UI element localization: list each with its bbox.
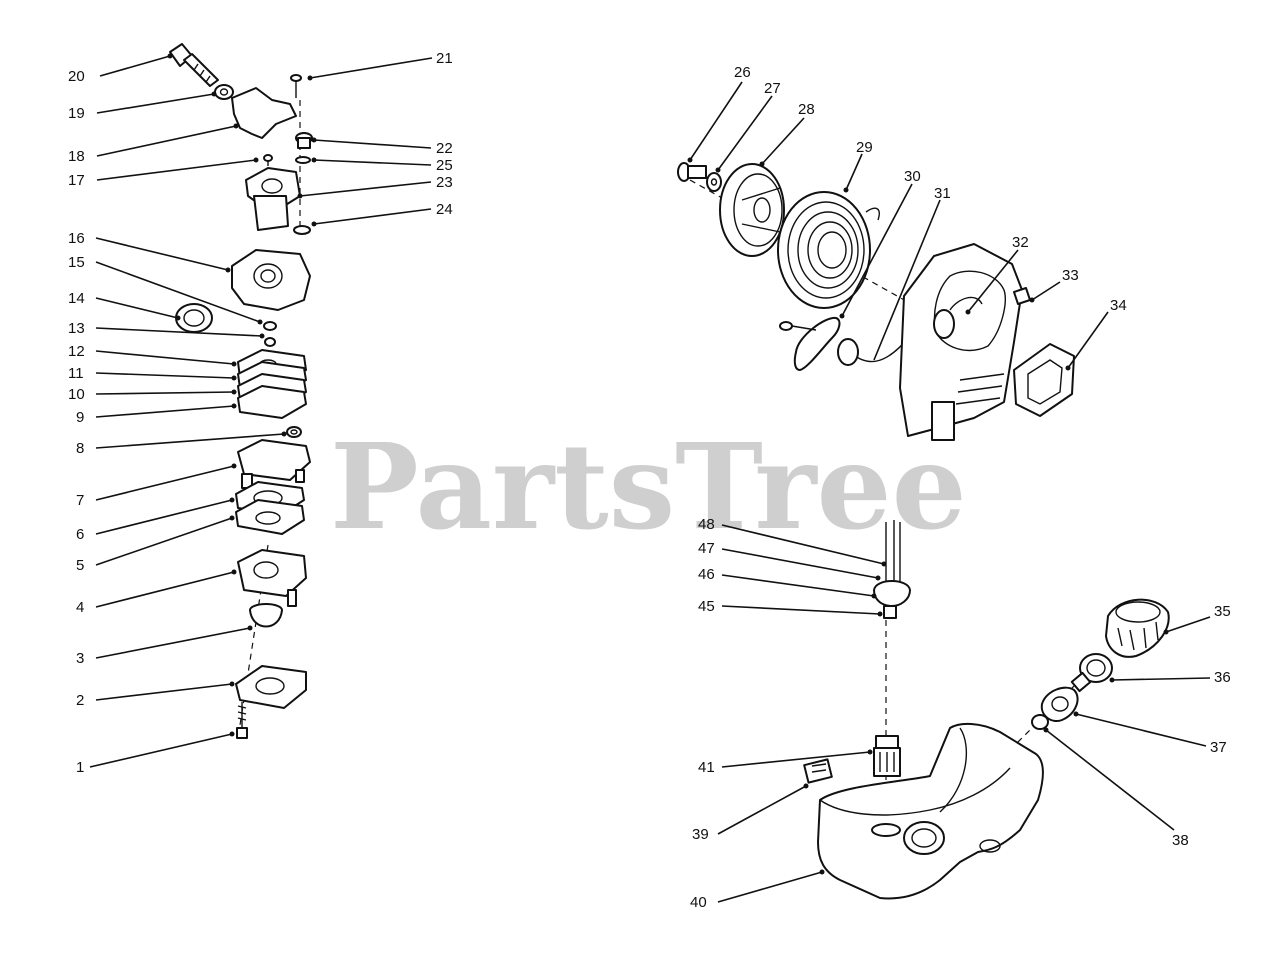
part-24-washer xyxy=(293,225,311,235)
part-18-bracket xyxy=(231,87,297,139)
fuel-callout-labels: 48 47 46 45 41 39 40 35 36 37 38 xyxy=(690,516,1231,911)
callout-23: 23 xyxy=(436,174,453,191)
callout-14: 14 xyxy=(68,290,85,307)
left-leaders xyxy=(89,53,433,768)
callout-41: 41 xyxy=(698,759,715,776)
carburetor-assembly xyxy=(169,43,313,739)
part-21-screw xyxy=(290,74,302,98)
part-13-seat xyxy=(264,337,276,347)
fuel-leaders xyxy=(717,524,1211,903)
part-29-recoil-spring xyxy=(777,191,880,309)
callout-32: 32 xyxy=(1012,234,1029,251)
starter-assembly xyxy=(677,162,1075,441)
callout-16: 16 xyxy=(68,230,85,247)
callout-17: 17 xyxy=(68,172,85,189)
part-14-seal-ring xyxy=(175,303,213,333)
part-39-clip xyxy=(803,758,833,784)
part-46-grommet xyxy=(873,580,911,607)
part-2-base-plate xyxy=(235,665,307,709)
part-22-plug xyxy=(295,132,313,149)
part-5-diaphragm xyxy=(235,499,305,535)
part-26-bolt xyxy=(677,162,707,182)
callout-21: 21 xyxy=(436,50,453,67)
callout-33: 33 xyxy=(1062,267,1079,284)
part-9-plate xyxy=(237,385,307,419)
rope-grommet xyxy=(837,338,859,366)
part-36-vent xyxy=(1070,653,1113,693)
part-25-washer xyxy=(295,156,311,164)
part-30-starter-handle xyxy=(779,316,841,371)
part-3-primer-bulb xyxy=(249,603,283,628)
callout-25: 25 xyxy=(436,157,453,174)
callout-27: 27 xyxy=(764,80,781,97)
assembly-axis xyxy=(239,544,269,726)
callout-47: 47 xyxy=(698,540,715,557)
part-8-valve xyxy=(286,426,302,438)
starter-callout-labels: 26 27 28 29 30 31 32 33 34 xyxy=(734,64,1127,314)
part-15-washer xyxy=(263,321,277,331)
callout-4: 4 xyxy=(76,599,84,616)
callout-11: 11 xyxy=(68,365,84,382)
part-40-fuel-tank xyxy=(817,722,1044,900)
callout-26: 26 xyxy=(734,64,751,81)
part-7-pump-body xyxy=(237,439,311,489)
callout-9: 9 xyxy=(76,409,84,426)
callout-2: 2 xyxy=(76,692,84,709)
callout-24: 24 xyxy=(436,201,453,218)
callout-3: 3 xyxy=(76,650,84,667)
callout-39: 39 xyxy=(692,826,709,843)
part-1-screw xyxy=(236,702,248,739)
callout-38: 38 xyxy=(1172,832,1189,849)
callout-37: 37 xyxy=(1210,739,1227,756)
callout-46: 46 xyxy=(698,566,715,583)
callout-12: 12 xyxy=(68,343,85,360)
callout-19: 19 xyxy=(68,105,85,122)
callout-45: 45 xyxy=(698,598,715,615)
callout-1: 1 xyxy=(76,759,84,776)
part-32-pawl xyxy=(933,309,955,339)
fuel-tank-assembly xyxy=(803,520,1170,900)
callout-35: 35 xyxy=(1214,603,1231,620)
callout-22: 22 xyxy=(436,140,453,157)
callout-5: 5 xyxy=(76,557,84,574)
callout-8: 8 xyxy=(76,440,84,457)
part-35-fuel-cap xyxy=(1105,598,1170,658)
callout-34: 34 xyxy=(1110,297,1127,314)
part-23-throttle-body xyxy=(245,167,301,231)
part-28-pulley xyxy=(719,163,785,257)
callout-48: 48 xyxy=(698,516,715,533)
callout-36: 36 xyxy=(1214,669,1231,686)
part-19-nut xyxy=(214,84,234,100)
callout-10: 10 xyxy=(68,386,85,403)
part-37-cap-gasket xyxy=(1040,686,1079,722)
part-33-starter-housing xyxy=(899,243,1031,441)
part-38-retainer xyxy=(1031,714,1049,730)
part-45-fitting xyxy=(883,605,897,619)
callout-13: 13 xyxy=(68,320,85,337)
callout-31: 31 xyxy=(934,185,951,202)
callout-30: 30 xyxy=(904,168,921,185)
part-4-cover xyxy=(237,549,307,607)
callout-28: 28 xyxy=(798,101,815,118)
part-27-washer xyxy=(706,172,722,192)
callout-7: 7 xyxy=(76,492,84,509)
part-48-fuel-line xyxy=(885,520,901,584)
callout-6: 6 xyxy=(76,526,84,543)
callout-29: 29 xyxy=(856,139,873,156)
part-41-fuel-filter xyxy=(873,735,901,777)
part-17-pin xyxy=(263,154,273,166)
starter-leaders xyxy=(687,81,1109,371)
part-20-adjusting-screw xyxy=(169,43,219,87)
part-16-carburetor-body xyxy=(231,249,311,311)
left-callout-labels: 20 19 18 17 21 22 25 23 24 16 15 14 13 1… xyxy=(68,50,453,776)
callout-20: 20 xyxy=(68,68,85,85)
callout-15: 15 xyxy=(68,254,85,271)
part-34-gasket xyxy=(1013,343,1075,417)
callout-18: 18 xyxy=(68,148,85,165)
callout-40: 40 xyxy=(690,894,707,911)
watermark-text: PartsTree xyxy=(330,417,967,556)
